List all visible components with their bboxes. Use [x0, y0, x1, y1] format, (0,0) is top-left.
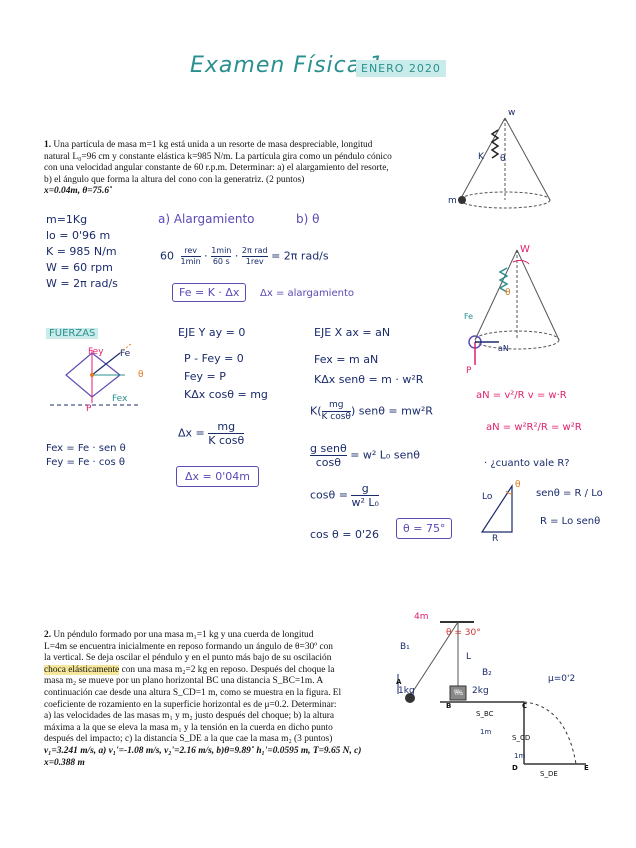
hooke-note: Δx = alargamiento	[260, 288, 354, 299]
r-question: · ¿cuanto vale R?	[484, 458, 570, 469]
exam-title: Examen Física 1	[190, 53, 385, 78]
problem1-statement: 1. Una partícula de masa m=1 kg está uni…	[44, 140, 444, 198]
problem2-statement: 2. Un péndulo formado por una masa m₁=1 …	[44, 630, 390, 769]
theta-result: θ = 75°	[396, 518, 453, 539]
collision-figure	[397, 621, 586, 765]
an-formula: aN = v²/R v = w·R	[476, 390, 567, 401]
force-diagram	[50, 342, 140, 406]
sen-formula: senθ = R / Lo	[536, 488, 603, 499]
force-pendulum-figure	[468, 249, 560, 365]
an-formula-2: aN = w²R²/R = w²R	[486, 422, 582, 433]
cone-pendulum-figure	[458, 117, 551, 209]
r-formula: R = Lo senθ	[540, 516, 601, 527]
part-b-heading: b) θ	[296, 212, 320, 226]
highlighted-phrase: choca elásticamente	[44, 664, 120, 675]
cos-value: cos θ = 0'26	[310, 528, 379, 541]
dx-result: Δx = 0'04m	[176, 466, 259, 487]
fuerzas-label: FUERZAS	[46, 328, 99, 339]
triangle-figure	[480, 483, 513, 533]
problem1-number: 1.	[44, 140, 52, 150]
exam-date: ENERO 2020	[356, 60, 446, 77]
eje-x-heading: EJE X ax = aN	[314, 326, 391, 339]
eje-y-steps: P - Fey = 0 Fey = P KΔx cosθ = mg	[184, 352, 268, 401]
hooke-law: Fe = K · Δx	[172, 283, 247, 302]
problem1-answer: x=0.04m, θ=75.6˚	[44, 186, 113, 197]
eje-y-heading: EJE Y ay = 0	[178, 326, 246, 339]
force-components: Fex = Fe · sen θ Fey = Fe · cos θ	[46, 443, 126, 468]
problem1-data: m=1Kg lo = 0'96 m K = 985 N/m W = 60 rpm…	[46, 213, 118, 290]
problem2-number: 2.	[44, 630, 52, 640]
eje-x-steps: Fex = m aN KΔx senθ = m · w²R	[314, 353, 424, 386]
problem2-answer-1: v₁=3.241 m/s, a) v₁'=-1.08 m/s, v₂'=2.16…	[44, 745, 362, 756]
problem2-answer-2: x=0.388 m	[44, 757, 85, 768]
part-a-heading: a) Alargamiento	[158, 212, 255, 226]
